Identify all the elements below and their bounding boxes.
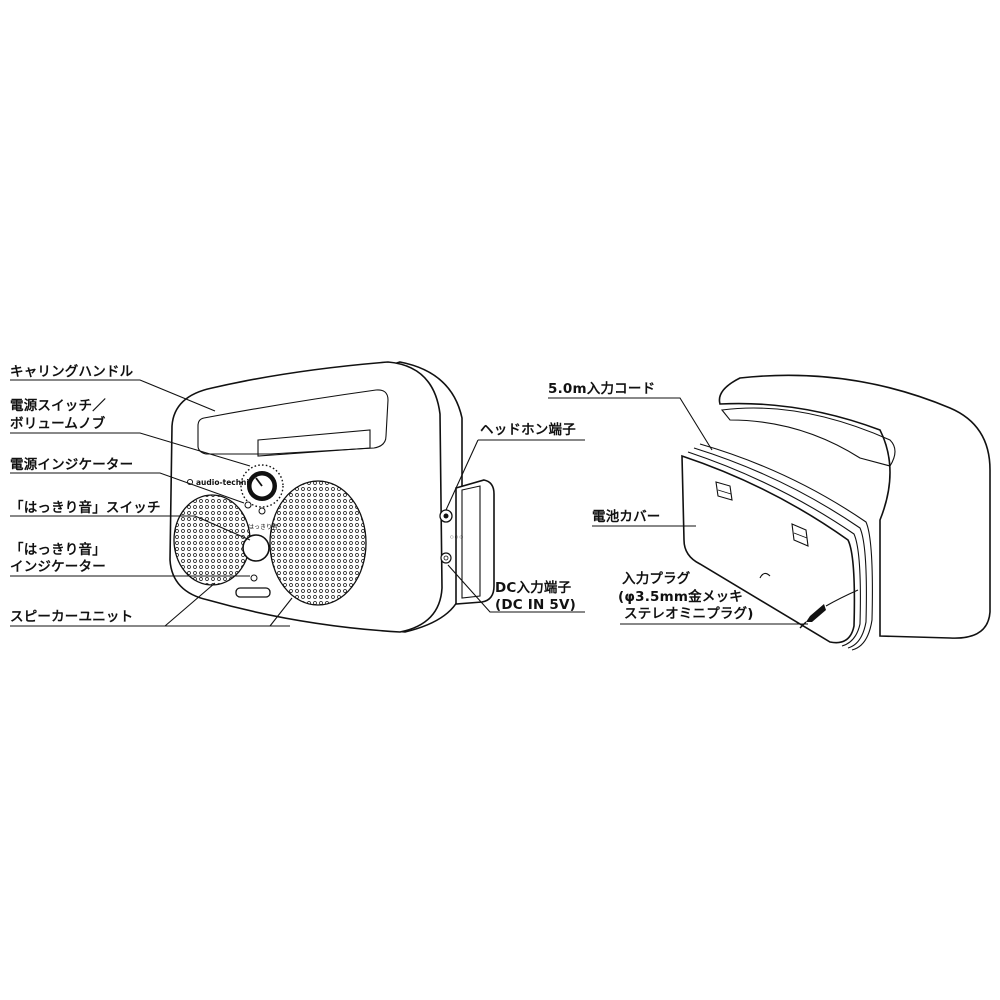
rear-leader-lines xyxy=(548,397,808,625)
label-input-plug-3: ステレオミニプラグ) xyxy=(624,605,754,622)
front-leader-lines xyxy=(10,379,585,627)
label-input-plug-1: 入力プラグ xyxy=(622,570,691,587)
label-power-switch-1: 電源スイッチ／ xyxy=(10,397,106,414)
label-carrying-handle: キャリングハンドル xyxy=(10,363,134,380)
clear-voice-led xyxy=(258,507,266,515)
cover-tab-left[interactable] xyxy=(715,481,733,501)
carrying-handle xyxy=(197,389,389,455)
label-battery-cover: 電池カバー xyxy=(592,508,661,525)
brand-logo: audio-technica xyxy=(196,478,258,487)
label-headphone-jack: ヘッドホン端子 xyxy=(480,421,576,438)
label-speaker-unit: スピーカーユニット xyxy=(10,609,133,625)
label-clear-voice-indicator-1: 「はっきり音」 xyxy=(10,541,106,558)
rear-speaker-illustration xyxy=(681,374,991,651)
rear-body xyxy=(718,374,991,639)
power-indicator xyxy=(244,501,252,509)
bottom-slot xyxy=(235,587,271,598)
label-input-cord: 5.0m入力コード xyxy=(548,380,655,397)
right-speaker-grill xyxy=(269,480,367,606)
side-jack-panel xyxy=(455,479,495,605)
label-power-switch-2: ボリュームノブ xyxy=(10,415,106,432)
left-speaker-grill xyxy=(173,494,251,586)
label-dc-input-2: (DC IN 5V) xyxy=(495,597,576,613)
label-clear-voice-switch: 「はっきり音」スイッチ xyxy=(10,499,161,516)
clear-voice-button[interactable] xyxy=(242,534,270,562)
svg-text:○ ○ ○: ○ ○ ○ xyxy=(450,534,464,539)
label-power-indicator: 電源インジケーター xyxy=(10,456,133,473)
label-input-plug-2: (φ3.5mm金メッキ xyxy=(618,588,743,605)
label-dc-input-1: DC入力端子 xyxy=(495,579,572,596)
volume-knob[interactable] xyxy=(240,464,284,508)
front-speaker-illustration: audio-technica はっきり音 ○ ○ ○ xyxy=(169,361,495,633)
cover-tab-right[interactable] xyxy=(791,523,809,547)
battery-cover[interactable] xyxy=(681,454,856,644)
input-plug[interactable] xyxy=(799,604,826,629)
clear-voice-indicator xyxy=(250,574,258,582)
clear-voice-button-label: はっきり音 xyxy=(248,523,278,531)
label-clear-voice-indicator-2: インジケーター xyxy=(10,559,106,575)
